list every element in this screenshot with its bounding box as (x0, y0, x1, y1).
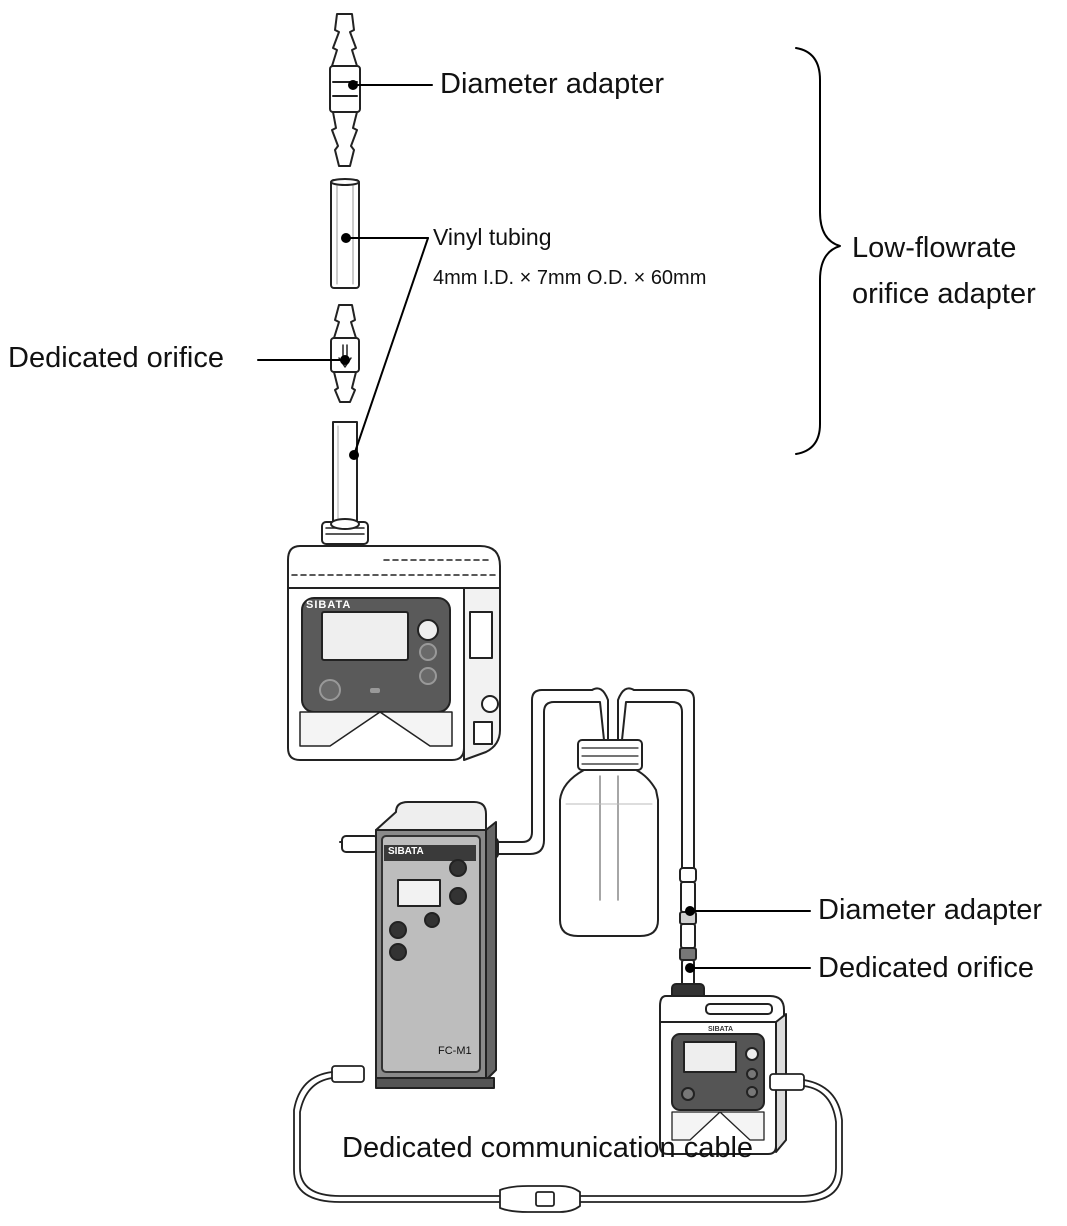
brand-logo-calibrator: SIBATA (388, 846, 424, 857)
gas-bottle (559, 739, 659, 937)
calibrator-model-label: FC-M1 (438, 1045, 472, 1057)
brand-logo-upper: SIBATA (306, 599, 352, 611)
label-low-flowrate: Low-flowrate (852, 232, 1017, 264)
label-diameter-adapter-upper: Diameter adapter (440, 68, 665, 100)
dedicated-orifice-part (330, 304, 360, 403)
leader-lines-lower (685, 906, 811, 973)
label-vinyl-tubing: Vinyl tubing (433, 224, 552, 250)
calibrator-device (339, 801, 499, 1089)
orifice-stack-lower (679, 867, 697, 987)
sampler-device-upper (287, 518, 501, 761)
communication-cable (293, 1065, 843, 1213)
label-orifice-adapter: orifice adapter (852, 278, 1036, 310)
label-diameter-adapter-lower: Diameter adapter (818, 894, 1043, 926)
label-dedicated-orifice-lower: Dedicated orifice (818, 952, 1034, 984)
label-tubing-dimensions: 4mm I.D. × 7mm O.D. × 60mm (433, 267, 707, 289)
diameter-adapter-part (329, 13, 361, 167)
leader-lines-upper (257, 80, 433, 460)
label-dedicated-orifice-upper: Dedicated orifice (8, 342, 224, 374)
connection-tubing (495, 687, 695, 869)
sampler-device-lower (659, 983, 787, 1155)
brand-logo-sampler-lower: SIBATA (708, 1026, 734, 1033)
group-brace (795, 47, 841, 455)
inlet-tube (332, 421, 358, 529)
label-communication-cable: Dedicated communication cable (342, 1132, 754, 1164)
